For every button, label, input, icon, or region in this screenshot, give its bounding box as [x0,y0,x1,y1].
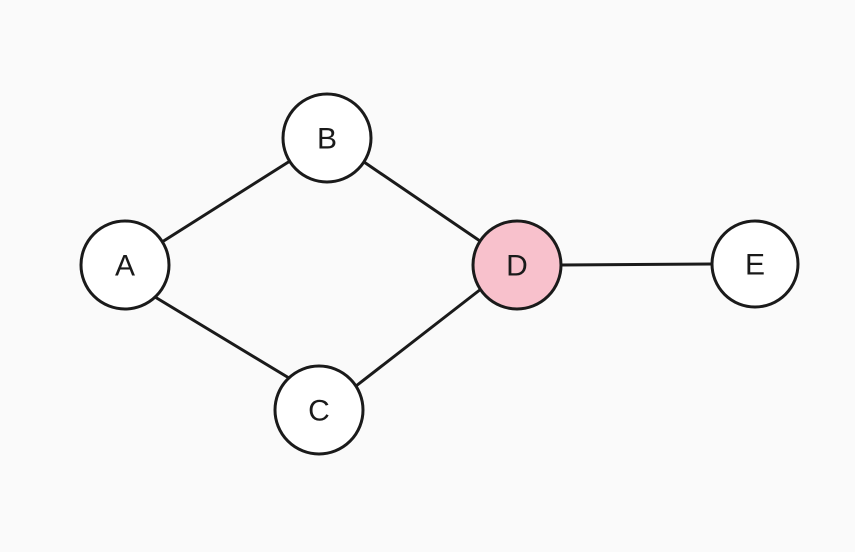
node-b[interactable]: B [281,92,373,184]
node-d[interactable]: D [471,219,563,311]
edge-d-e[interactable] [560,262,713,267]
node-b-label: B [317,123,337,156]
node-a[interactable]: A [79,219,171,311]
edge-layer [154,159,713,388]
edge-a-c[interactable] [154,295,290,380]
node-e[interactable]: E [710,219,800,309]
node-d-circle[interactable] [471,219,563,311]
node-c-label: C [308,395,330,428]
node-a-circle[interactable] [79,219,171,311]
edge-c-d[interactable] [355,287,482,388]
node-e-label: E [745,249,765,282]
node-b-circle[interactable] [281,92,373,184]
node-c-circle[interactable] [273,364,365,456]
node-a-label: A [115,250,135,283]
edge-a-b[interactable] [161,159,291,244]
node-layer: A B C D E [79,92,800,456]
node-c[interactable]: C [273,364,365,456]
edge-b-d[interactable] [363,160,481,243]
node-d-label: D [506,250,528,283]
node-e-circle[interactable] [710,219,800,309]
